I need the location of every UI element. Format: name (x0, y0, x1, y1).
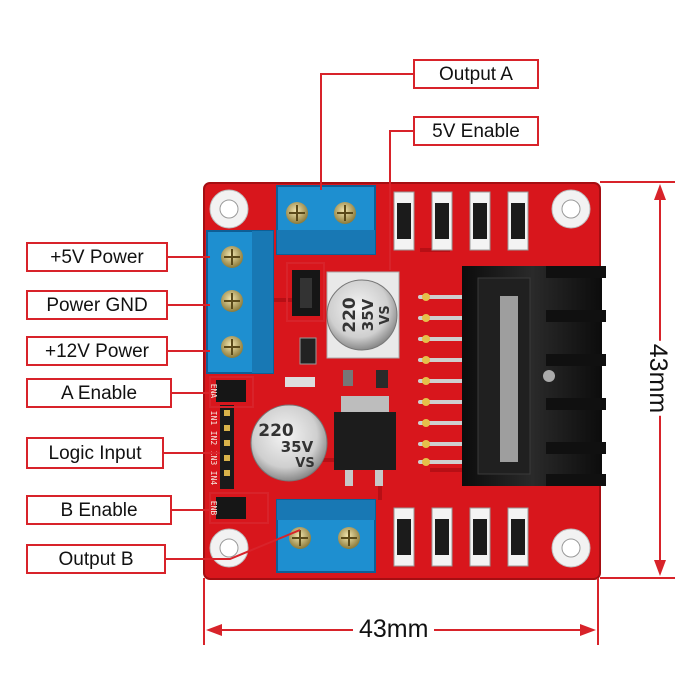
highlight-5v-enable (286, 262, 325, 322)
mounting-hole-icon (551, 528, 591, 568)
label-5v-enable: 5V Enable (413, 116, 539, 146)
heatsink (462, 266, 606, 486)
capacitor-bottom-voltage: 35V (281, 438, 314, 456)
capacitor-bottom-series: VS (295, 456, 314, 471)
label-power-gnd: Power GND (26, 290, 168, 320)
label-b-enable: B Enable (26, 495, 172, 525)
logic-header (220, 405, 234, 489)
capacitor-top-voltage: 35V (359, 298, 377, 331)
capacitor-top-series: VS (378, 305, 393, 324)
capacitor-bottom: 220 35V VS (250, 404, 328, 482)
dimension-height-label: 43mm (644, 340, 672, 417)
capacitor-top-value: 220 (340, 297, 360, 333)
label-output-a: Output A (413, 59, 539, 89)
header-enb (216, 497, 246, 519)
mounting-hole-icon (551, 189, 591, 229)
capacitor-top: 220 35V VS (326, 271, 400, 359)
leader-lines (164, 73, 413, 560)
terminal-block-output-b (276, 499, 376, 573)
terminal-block-power (206, 230, 274, 374)
silk-enb: ENB (209, 501, 218, 516)
diode-array-bottom (393, 507, 529, 567)
diode-array-top (393, 191, 529, 251)
silk-ena: ENA (209, 384, 218, 399)
silk-in2: IN2 (209, 431, 218, 446)
label-12v-power: +12V Power (26, 336, 168, 366)
dimension-width-label: 43mm (353, 617, 435, 642)
label-5v-power: +5V Power (26, 242, 168, 272)
jumper-5v-enable (292, 270, 320, 316)
terminal-block-output-a (276, 185, 376, 255)
silk-in3: IN3 (209, 451, 218, 466)
header-ena (216, 380, 246, 402)
label-logic-input: Logic Input (26, 437, 164, 469)
silk-in4: IN4 (209, 471, 218, 486)
label-output-b: Output B (26, 544, 166, 574)
highlight-b-enable (209, 492, 269, 524)
mounting-hole-icon (209, 528, 249, 568)
voltage-regulator (334, 396, 396, 486)
capacitor-bottom-value: 220 (258, 421, 294, 441)
label-a-enable: A Enable (26, 378, 172, 408)
mounting-hole-icon (209, 189, 249, 229)
silk-in1: IN1 (209, 411, 218, 426)
